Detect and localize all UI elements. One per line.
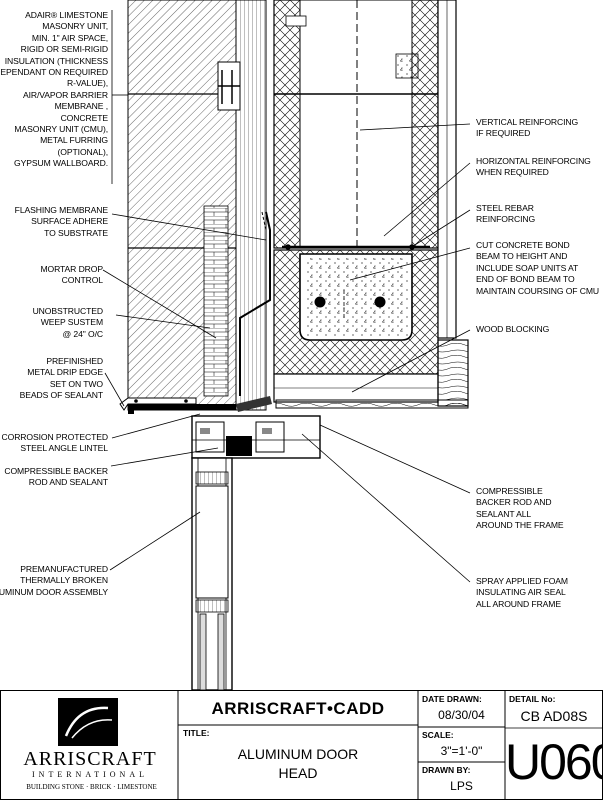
metal-drip-edge (119, 397, 197, 411)
steel-angle-lintel (128, 396, 272, 414)
cmu-block (273, 0, 439, 249)
note-spray-foam: SPRAY APPLIED FOAM INSULATING AIR SEAL A… (476, 576, 568, 609)
note-weep-system: UNOBSTRUCTED WEEP SUSTEM @ 24" O/C (32, 306, 104, 339)
wall-tie (217, 61, 241, 111)
note-backer-rod-left: COMPRESSIBLE BACKER ROD AND SEALANT (4, 466, 108, 488)
note-drip-edge: PREFINISHED METAL DRIP EDGE SET ON TWO B… (19, 356, 104, 401)
gypsum-wallboard (437, 0, 457, 339)
scale-label: SCALE: (422, 730, 454, 740)
leader-lines-right (301, 123, 471, 583)
aluminum-door-assembly (191, 416, 321, 690)
drawn-by-label: DRAWN BY: (422, 765, 471, 775)
detail-number: U060 (505, 734, 603, 790)
logo-name: ARRISCRAFT (23, 748, 157, 770)
note-backer-rod-right: COMPRESSIBLE BACKER ROD AND SEALANT ALL … (476, 486, 564, 531)
arriscraft-logo-mark (58, 698, 118, 746)
leader-lines-left (102, 94, 267, 571)
section-drawing (102, 0, 471, 690)
note-adair-wall: ADAIR® LIMESTONE MASONRY UNIT, MIN. 1" A… (0, 10, 108, 169)
flashing-membrane (239, 211, 271, 396)
note-flashing-membrane: FLASHING MEMBRANE SURFACE ADHERE TO SUBS… (14, 205, 108, 238)
date-label: DATE DRAWN: (422, 694, 482, 704)
logo-tagline: BUILDING STONE · BRICK · LIMESTONE (26, 783, 157, 791)
brand-title: ARRISCRAFT•CADD (211, 699, 385, 718)
bond-beam (273, 249, 439, 375)
note-vertical-reinforcing: VERTICAL REINFORCING IF REQUIRED (476, 117, 579, 139)
drawn-by-value: LPS (450, 779, 473, 793)
note-bond-beam: CUT CONCRETE BOND BEAM TO HEIGHT AND INC… (476, 240, 600, 296)
scale-value: 3"=1'-0" (440, 744, 483, 758)
note-steel-lintel: CORROSION PROTECTED STEEL ANGLE LINTEL (1, 432, 109, 454)
title-block: ARRISCRAFT INTERNATIONAL BUILDING STONE … (0, 690, 603, 800)
detail-code: CB AD08S (520, 708, 588, 724)
date-value: 08/30/04 (438, 708, 485, 722)
door-head-frame (191, 415, 321, 459)
title-line2: HEAD (278, 765, 318, 781)
title-line1: ALUMINUM DOOR (237, 746, 359, 762)
note-wood-blocking: WOOD BLOCKING (476, 324, 550, 334)
cmu-soffit (273, 373, 439, 403)
logo-sub: INTERNATIONAL (32, 770, 148, 779)
wood-blocking (275, 339, 469, 409)
detail-label: DETAIL No: (509, 694, 556, 704)
title-label: TITLE: (183, 728, 210, 738)
note-steel-rebar: STEEL REBAR REINFORCING (476, 203, 536, 225)
note-door-assembly: PREMANUFACTURED THERMALLY BROKEN ALUMINU… (0, 564, 108, 597)
note-horizontal-reinforcing: HORIZONTAL REINFORCING WHEN REQUIRED (476, 156, 591, 178)
mortar-drop-control (203, 205, 229, 397)
note-mortar-drop: MORTAR DROP CONTROL (40, 264, 103, 286)
